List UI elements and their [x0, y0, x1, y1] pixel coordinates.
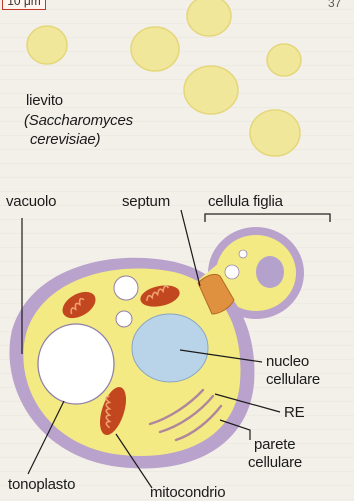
- organism-common-name: lievito: [26, 92, 63, 109]
- label-cellula-figlia: cellula figlia: [208, 193, 283, 210]
- yeast-cell: [187, 0, 231, 36]
- organism-scientific-name-line1: (Saccharomyces: [24, 112, 133, 129]
- organism-scientific-name-line2: cerevisiae): [30, 131, 100, 148]
- label-nucleo-line1: nucleo: [266, 353, 309, 370]
- label-parete-line2: cellulare: [248, 454, 302, 471]
- page-number: 37: [328, 0, 341, 10]
- yeast-cell: [250, 110, 300, 156]
- yeast-cell: [184, 66, 238, 114]
- daughter-nucleus: [256, 256, 284, 288]
- yeast-cell: [27, 26, 67, 64]
- daughter-vacuole: [225, 265, 239, 279]
- yeast-cell: [267, 44, 301, 76]
- daughter-cell-bracket: [205, 214, 330, 222]
- daughter-vesicle: [239, 250, 247, 258]
- label-re: RE: [284, 404, 304, 421]
- label-septum: septum: [122, 193, 170, 210]
- vacuole: [38, 324, 114, 404]
- yeast-cell: [131, 27, 179, 71]
- vesicle: [114, 276, 138, 300]
- nucleus: [132, 314, 208, 382]
- vesicle: [116, 311, 132, 327]
- scale-bar-label: 10 μm: [2, 0, 46, 10]
- label-mitocondrio: mitocondrio: [150, 484, 225, 501]
- label-tonoplasto: tonoplasto: [8, 476, 75, 493]
- label-nucleo-line2: cellulare: [266, 371, 320, 388]
- label-vacuolo: vacuolo: [6, 193, 56, 210]
- label-parete-line1: parete: [254, 436, 295, 453]
